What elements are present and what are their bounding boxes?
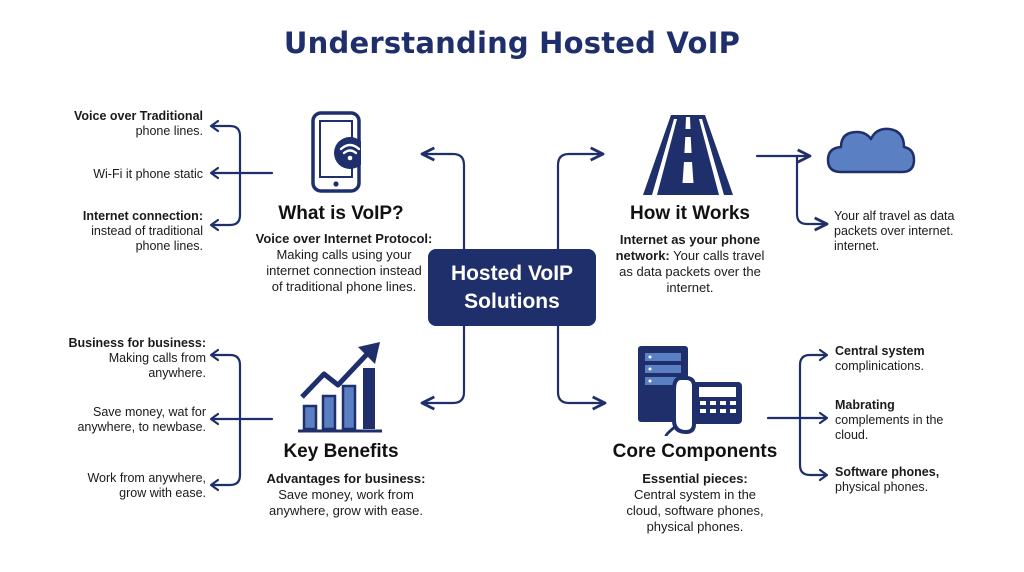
what-line: Making calls using your bbox=[276, 247, 412, 262]
core-line: Central system in the bbox=[633, 487, 757, 502]
core-note-2: Mabrating complements in the cloud. bbox=[835, 398, 944, 442]
what-title: What is VoIP? bbox=[278, 203, 404, 224]
hub-box: Hosted VoIP Solutions bbox=[428, 249, 596, 326]
benefits-line: anywhere, grow with ease. bbox=[269, 503, 423, 518]
benefits-note-2: Save money, wat for anywhere, to newbase… bbox=[77, 405, 206, 434]
what-note-2: Wi-Fi it phone static bbox=[93, 167, 203, 181]
core-lead: Essential pieces: bbox=[642, 471, 748, 486]
page-title: Understanding Hosted VoIP bbox=[283, 26, 741, 60]
core-body: Essential pieces: Central system in the … bbox=[580, 471, 810, 535]
benefits-title: Key Benefits bbox=[283, 441, 399, 462]
what-line: internet connection instead bbox=[266, 263, 422, 278]
growth-chart-icon bbox=[296, 341, 386, 433]
how-line: as data packets over the bbox=[619, 264, 761, 279]
server-phone-icon bbox=[636, 344, 748, 438]
hub-to-how-arrow bbox=[556, 146, 605, 252]
hub-line1: Hosted VoIP bbox=[450, 262, 574, 285]
cloud-icon bbox=[825, 124, 917, 176]
road-icon bbox=[643, 115, 733, 195]
core-note-1: Central system complinications. bbox=[835, 344, 925, 373]
core-note-3: Software phones, physical phones. bbox=[835, 465, 940, 494]
hub-line2: Solutions bbox=[464, 290, 560, 313]
core-line: physical phones. bbox=[646, 519, 744, 534]
how-lead-1: Internet as your phone bbox=[619, 232, 761, 247]
benefits-note-3: Work from anywhere, grow with ease. bbox=[87, 471, 206, 500]
hub-to-what-arrow bbox=[420, 146, 466, 252]
what-line: of traditional phone lines. bbox=[271, 279, 417, 294]
core-bracket bbox=[766, 353, 828, 477]
what-body: Voice over Internet Protocol: Making cal… bbox=[224, 231, 464, 295]
smartphone-wifi-icon bbox=[311, 111, 361, 193]
benefits-note-1: Business for business: Making calls from… bbox=[68, 336, 206, 380]
how-rest: Your calls travel bbox=[669, 248, 765, 263]
how-body: Internet as your phone network: Your cal… bbox=[580, 232, 800, 296]
how-note-1: Your alf travel as data packets over int… bbox=[834, 209, 955, 253]
what-bracket bbox=[210, 124, 274, 227]
core-title: Core Components bbox=[612, 441, 778, 462]
core-line: cloud, software phones, bbox=[626, 503, 764, 518]
benefits-bracket bbox=[210, 353, 274, 487]
benefits-lead: Advantages for business: bbox=[266, 471, 426, 486]
benefits-body: Advantages for business: Save money, wor… bbox=[231, 471, 461, 519]
what-note-3: Internet connection: instead of traditio… bbox=[82, 209, 203, 253]
how-note-arrow bbox=[795, 154, 829, 232]
hub-to-core-arrow bbox=[556, 324, 607, 411]
hub-to-benefits-arrow bbox=[420, 324, 466, 411]
how-lead-2: network: bbox=[615, 248, 670, 263]
benefits-line: Save money, work from bbox=[278, 487, 414, 502]
what-note-1: Voice over Traditional phone lines. bbox=[74, 109, 203, 138]
how-title: How it Works bbox=[630, 203, 750, 224]
what-lead: Voice over Internet Protocol: bbox=[255, 231, 433, 246]
how-line: internet. bbox=[666, 280, 714, 295]
